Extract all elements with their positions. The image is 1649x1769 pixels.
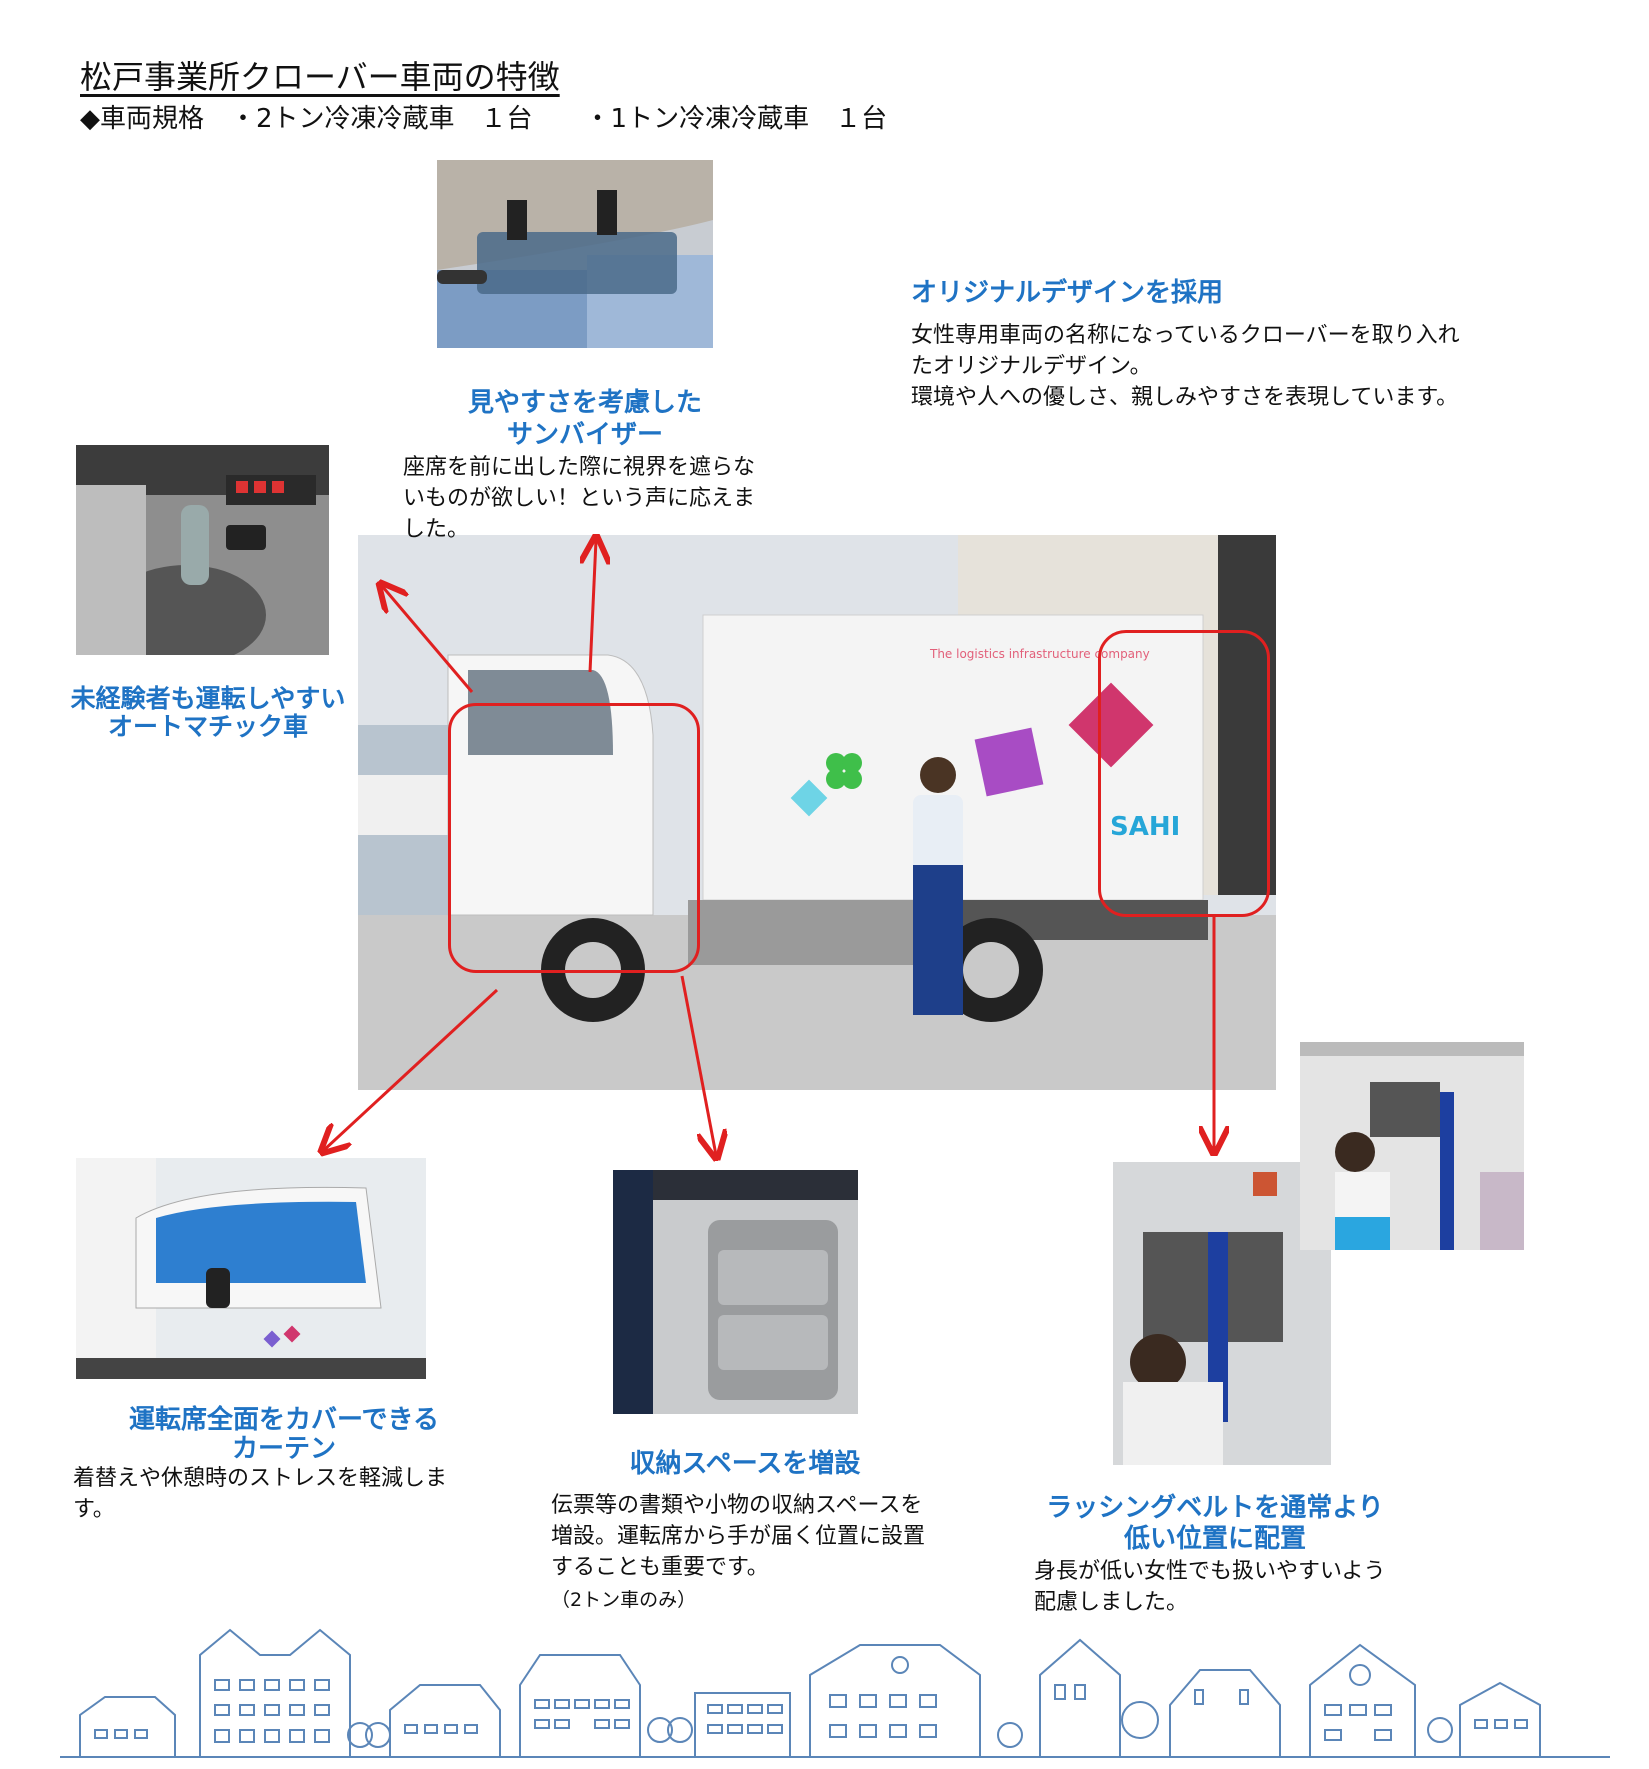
page-title: 松戸事業所クローバー車両の特徴 [80,58,560,96]
town-skyline-illustration [60,1628,1610,1758]
storage-note: （2トン車のみ） [551,1589,697,1611]
truck-main-photo: The logistics infrastructure company SAH… [358,535,1276,1090]
truck-slogan: The logistics infrastructure company [929,647,1150,661]
curtain-description: 着替えや休憩時のストレスを軽減します。 [73,1466,448,1522]
cab-highlight-box [448,703,700,973]
lashing-description: 身長が低い女性でも扱いやすいよう配慮しました。 [1034,1559,1386,1615]
visor-caption: 見やすさを考慮した サンバイザー [467,388,702,450]
truck-brand-logo: SAHI [1110,812,1180,842]
design-caption: オリジナルデザインを採用 [911,278,1224,308]
clover-icon [826,753,862,789]
curtain-photo [76,1158,426,1379]
sun-visor-photo [437,160,713,348]
lashing-belt-photo-1 [1113,1162,1331,1465]
automatic-caption: 未経験者も運転しやすい オートマチック車 [70,684,346,741]
storage-caption: 収納スペースを増設 [629,1449,861,1479]
rear-door-highlight-box [1098,630,1270,917]
lashing-belt-photo-2 [1300,1042,1524,1250]
storage-description: 伝票等の書類や小物の収納スペースを増設。運転席から手が届く位置に設置することも重… [551,1493,926,1580]
storage-space-photo [613,1170,858,1414]
curtain-caption: 運転席全面をカバーできる カーテン [129,1405,439,1464]
vehicle-spec: ◆車両規格 ・2トン冷凍冷蔵車 １台 ・1トン冷凍冷蔵車 １台 [80,104,888,134]
automatic-shift-photo [76,445,329,655]
visor-description: 座席を前に出した際に視界を遮らないものが欲しい！という声に応えました。 [403,455,756,542]
diamond-icon [790,779,828,817]
diamond-icon [974,727,1044,797]
design-description: 女性専用車両の名称になっているクローバーを取り入れ たオリジナルデザイン。 環境… [911,323,1460,410]
lashing-caption: ラッシングベルトを通常より 低い位置に配置 [1046,1493,1384,1554]
